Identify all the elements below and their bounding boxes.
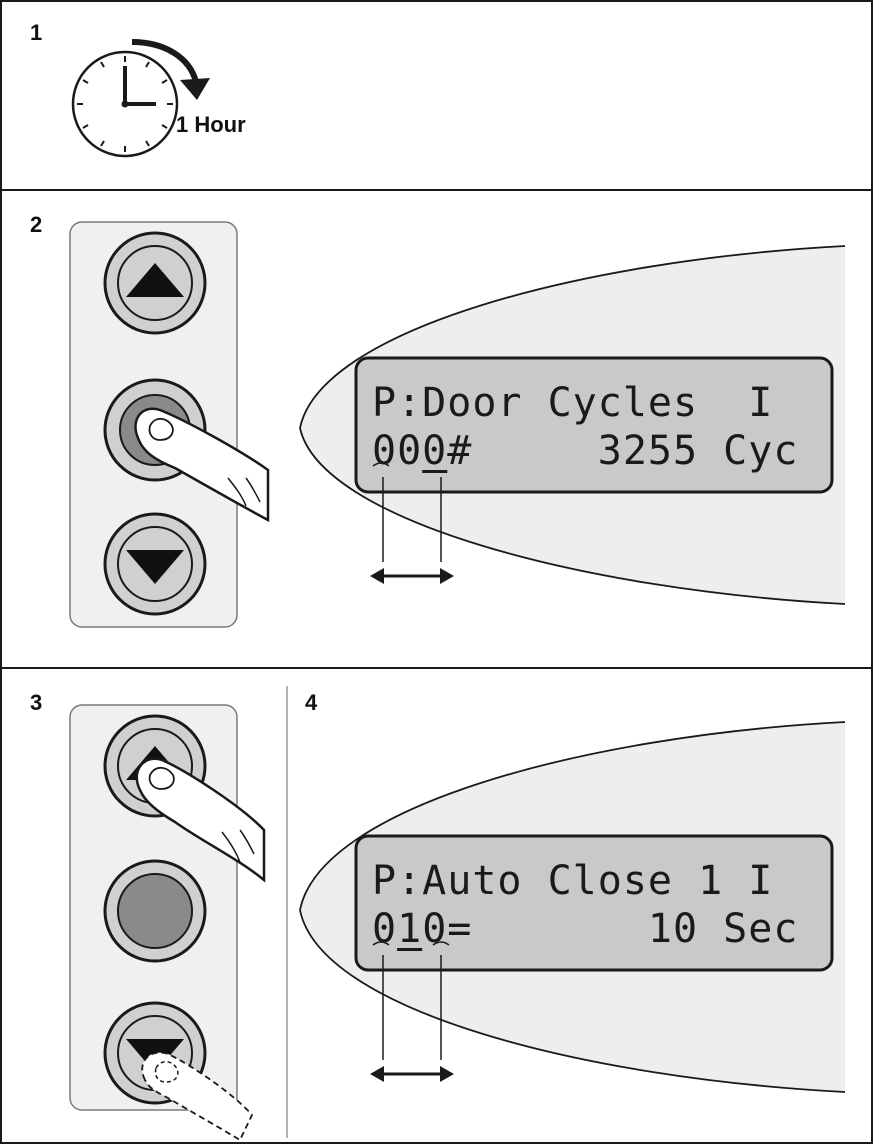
- finger-pressing-icon: [134, 407, 270, 523]
- step-number-3: 3: [30, 690, 43, 715]
- step-number-4: 4: [305, 690, 318, 715]
- finger-pressing-down-dashed-icon: [141, 1051, 254, 1142]
- triangle-down-icon: [126, 550, 184, 584]
- lcd-display-2: [354, 834, 834, 972]
- arrow-clockwise-icon: [131, 39, 210, 100]
- cursor-range-marker-1: [370, 462, 454, 584]
- lcd-2-cursor-digit: 1: [397, 906, 423, 952]
- stop-button-2[interactable]: [103, 859, 207, 963]
- finger-pressing-up-icon: [135, 757, 266, 883]
- lcd-2-line-2-prefix: 0: [372, 906, 398, 952]
- lcd-1-line-2: 000# 3255 Cyc: [372, 428, 798, 474]
- lcd-display-1: [354, 356, 834, 494]
- lcd-1-cursor-digit: 0: [422, 428, 448, 474]
- cursor-range-marker-2: [370, 941, 454, 1082]
- lcd-2-line-2: 010= 10 Sec: [372, 906, 798, 952]
- lcd-1-line-1: P:Door Cycles I: [372, 380, 774, 426]
- step-number-2: 2: [30, 212, 43, 237]
- down-button[interactable]: [103, 512, 207, 616]
- clock-icon: [71, 50, 179, 158]
- step-number-1: 1: [30, 20, 43, 45]
- lcd-2-line-2-rest: 0= 10 Sec: [422, 906, 799, 952]
- lcd-2-line-1: P:Auto Close 1 I: [372, 858, 774, 904]
- triangle-up-icon: [126, 263, 184, 297]
- lcd-1-line-2-prefix: 00: [372, 428, 423, 474]
- duration-label: 1 Hour: [176, 112, 246, 137]
- lcd-1-line-2-rest: # 3255 Cyc: [447, 428, 799, 474]
- up-button[interactable]: [103, 231, 207, 335]
